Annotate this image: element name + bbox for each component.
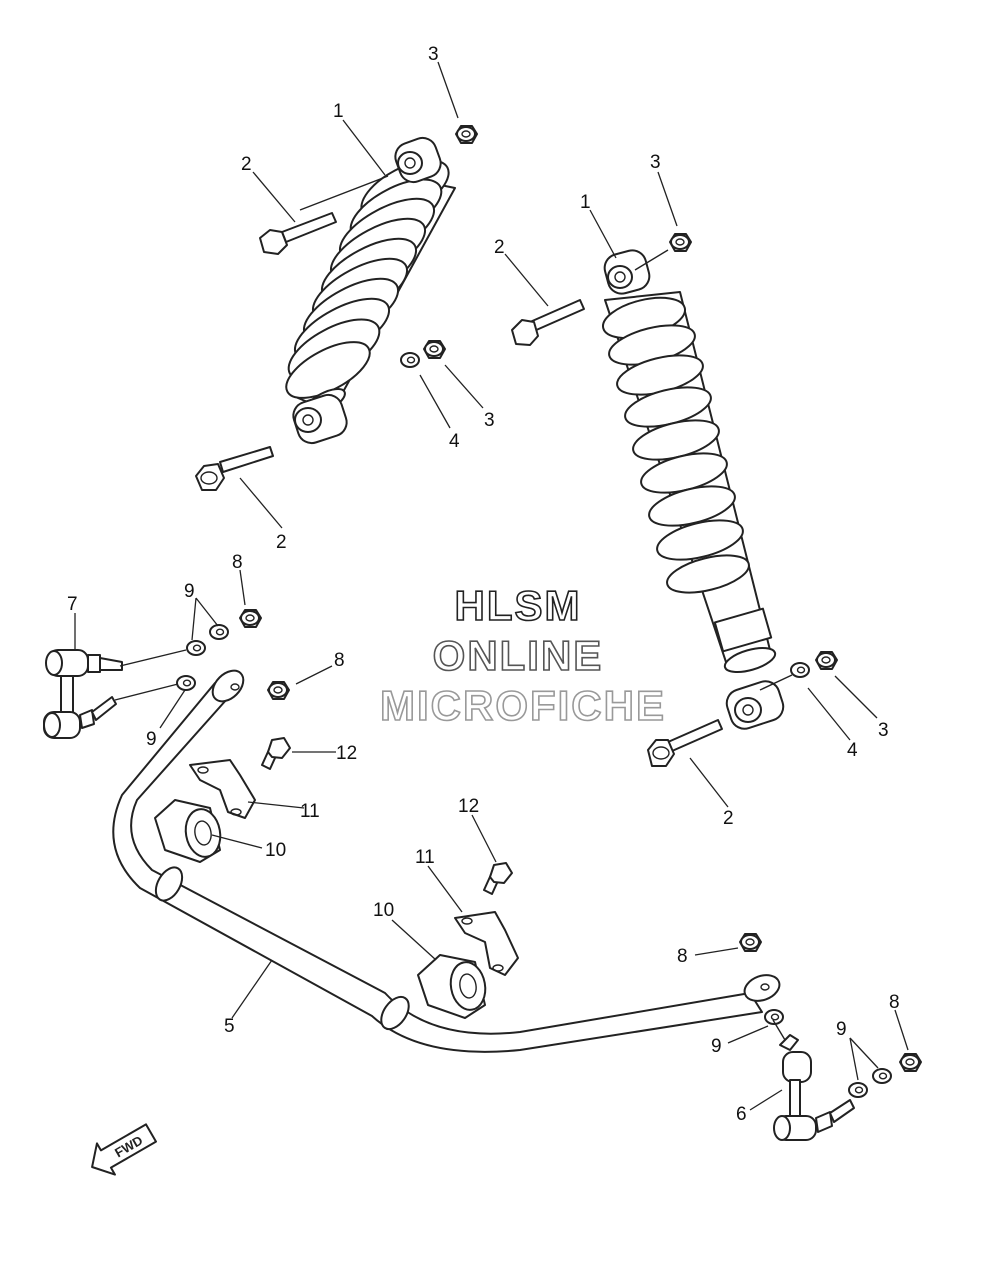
left-shock-washer: [400, 352, 420, 368]
stabilizer-bushing-left: [154, 799, 222, 863]
stabilizer-bar: [112, 669, 781, 1053]
callout-nut-left-bottom: 3: [484, 410, 495, 431]
callout-washer-link-right-bottom: 9: [711, 1036, 722, 1057]
callout-nut-left-top: 3: [428, 44, 439, 65]
bushing-bracket-right: [454, 911, 519, 976]
callout-washer-link-left-bottom: 9: [146, 729, 157, 750]
right-link-washer-inner: [872, 1068, 892, 1084]
right-shock-upper-nut: [669, 233, 692, 252]
left-link-washer-upper: [186, 640, 206, 656]
stabilizer-bushing-right: [417, 954, 487, 1019]
bracket-bolt-left: [261, 737, 291, 770]
watermark: HLSM ONLINE MICROFICHE: [379, 581, 666, 730]
callout-numbers: 1 3 2 2 4 3 1 3 2 2 4 3 7 8 9 9 8 12 11 …: [67, 44, 900, 1125]
callout-bolt-left-bottom: 2: [276, 532, 287, 553]
left-link-washer-inner: [209, 624, 229, 640]
callout-nut-link-right-bottom: 8: [889, 992, 900, 1013]
right-shock-lower-bolt: [647, 719, 723, 767]
bracket-bolt-right: [483, 862, 513, 895]
right-shock-washer: [790, 662, 810, 678]
left-shock-spring: [285, 159, 450, 399]
callout-bushing-right: 10: [373, 900, 394, 921]
callout-bushing-left: 10: [265, 840, 286, 861]
callout-nut-right-bottom: 3: [878, 720, 889, 741]
callout-nut-right-top: 3: [650, 152, 661, 173]
callout-stabilizer-bar: 5: [224, 1016, 235, 1037]
bushing-bracket-left: [189, 759, 256, 819]
callout-link-rod-right: 6: [736, 1104, 747, 1125]
callout-washer-right: 4: [847, 740, 858, 761]
callout-nut-link-left-bottom: 8: [334, 650, 345, 671]
callout-shock-right: 1: [580, 192, 591, 213]
right-shock-lower-nut: [815, 651, 838, 670]
left-link-rod: [43, 649, 123, 739]
callout-shock-left: 1: [333, 101, 344, 122]
callout-bolt-right-bottom: 2: [723, 808, 734, 829]
watermark-line-3: MICROFICHE: [380, 682, 666, 729]
callout-bolt-left-top: 2: [241, 154, 252, 175]
left-link-nut-upper: [239, 609, 262, 628]
right-shock-upper-bolt: [511, 299, 585, 346]
right-shock-spring: [602, 296, 750, 594]
right-link-washer-outer: [848, 1082, 868, 1098]
watermark-line-1: HLSM: [455, 582, 582, 629]
callout-bracket-left: 11: [300, 801, 320, 822]
callout-washer-link-left-top: 9: [184, 581, 195, 602]
callout-link-rod-left: 7: [67, 594, 78, 615]
leader-lines: [74, 61, 909, 1111]
callout-washer-left: 4: [449, 431, 460, 452]
callout-bolt-bracket-right: 12: [458, 796, 479, 817]
left-shock-absorber: [285, 136, 456, 445]
callout-bracket-right: 11: [415, 847, 435, 868]
right-link-rod: [773, 1034, 855, 1141]
fwd-arrow-icon: FWD: [91, 1123, 157, 1176]
left-shock-lower-nut: [423, 340, 446, 359]
watermark-line-2: ONLINE: [433, 632, 604, 679]
left-shock-lower-bolt: [195, 446, 274, 491]
callout-washer-link-right-top: 9: [836, 1019, 847, 1040]
left-link-washer-lower: [176, 675, 196, 691]
left-shock-upper-bolt: [259, 212, 337, 255]
left-shock-upper-nut: [455, 125, 478, 144]
left-link-nut-lower: [267, 681, 290, 700]
callout-bolt-bracket-left: 12: [336, 743, 357, 764]
callout-bolt-right-top: 2: [494, 237, 505, 258]
callout-nut-link-left-top: 8: [232, 552, 243, 573]
right-link-nut-lower: [899, 1053, 922, 1072]
callout-nut-link-right-top: 8: [677, 946, 688, 967]
right-shock-absorber: [602, 249, 785, 730]
right-link-nut-upper: [739, 933, 762, 952]
